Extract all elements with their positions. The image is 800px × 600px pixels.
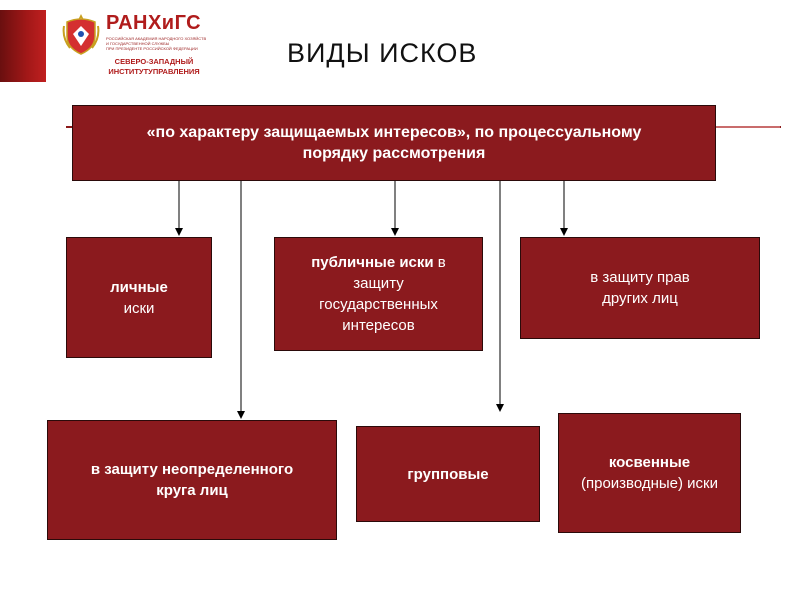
public-claims-box: публичные иски в защиту государственных … — [274, 237, 483, 351]
indefinite-persons-line1: в защиту неопределенного — [90, 461, 294, 478]
logo-subtitle-line1: СЕВЕРО-ЗАПАДНЫЙ — [114, 57, 194, 66]
logo-small-line: И ГОСУДАРСТВЕННОЙ СЛУЖБЫ — [106, 41, 170, 46]
logo-title: РАНХиГС — [106, 12, 202, 34]
derivative-claims-line2: (производные) иски — [580, 475, 718, 492]
root-category-line2: порядку рассмотрения — [302, 145, 486, 162]
derivative-claims-bold: косвенные — [608, 454, 691, 471]
page-title: ВИДЫ ИСКОВ — [287, 38, 478, 68]
others-rights-line2: других лиц — [602, 290, 678, 307]
derivative-claims-box: косвенные (производные) иски — [558, 413, 741, 533]
public-claims-rest: в — [433, 254, 446, 271]
logo-subtitle: СЕВЕРО-ЗАПАДНЫЙ ИНСТИТУТУПРАВЛЕНИЯ — [102, 57, 206, 77]
root-category-line1: «по характеру защищаемых интересов», по … — [146, 124, 642, 141]
public-claims-line3: государственных — [319, 296, 438, 313]
ranepa-emblem-icon — [62, 14, 100, 55]
public-claims-bold: публичные иски — [311, 254, 434, 271]
logo-small-line: РОССИЙСКАЯ АКАДЕМИЯ НАРОДНОГО ХОЗЯЙСТВА — [106, 36, 206, 41]
logo-subtitle-line2: ИНСТИТУТУПРАВЛЕНИЯ — [108, 67, 200, 76]
others-rights-box: в защиту прав других лиц — [520, 237, 760, 339]
personal-claims-bold: личные — [110, 278, 168, 296]
personal-claims-box: личные иски — [66, 237, 212, 358]
group-claims-label: групповые — [407, 465, 489, 483]
root-category-box: «по характеру защищаемых интересов», по … — [72, 105, 716, 181]
personal-claims-line2: иски — [123, 299, 155, 317]
header-rule-accent — [716, 126, 780, 128]
indefinite-persons-box: в защиту неопределенного круга лиц — [47, 420, 337, 540]
corner-accent-bar — [0, 10, 46, 82]
public-claims-line4: интересов — [342, 317, 415, 334]
group-claims-box: групповые — [356, 426, 540, 522]
others-rights-line1: в защиту прав — [590, 269, 690, 286]
public-claims-line2: защиту — [353, 275, 404, 292]
indefinite-persons-line2: круга лиц — [156, 482, 228, 499]
logo-small-text: РОССИЙСКАЯ АКАДЕМИЯ НАРОДНОГО ХОЗЯЙСТВА … — [106, 36, 206, 51]
logo-small-line: ПРИ ПРЕЗИДЕНТЕ РОССИЙСКОЙ ФЕДЕРАЦИИ — [106, 46, 198, 51]
